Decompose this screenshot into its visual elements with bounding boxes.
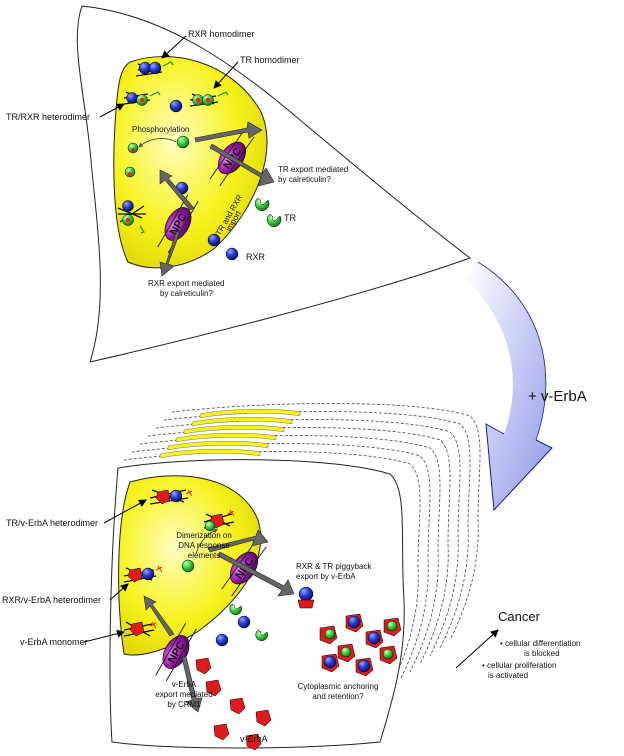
piggyback-export-arrow [217, 551, 295, 597]
rxr-bottom-cyto-1 [215, 633, 229, 647]
tr-cytoplasm-2 [266, 213, 282, 227]
label-crm1-2: export mediated [155, 690, 212, 699]
label-phosphorylation: Phosphorylation [132, 125, 189, 134]
tr-bottom-cyto-2 [255, 629, 268, 641]
tr-homodimer-on-dna [189, 91, 229, 107]
cancer-bullet-2b: is activated [488, 671, 528, 680]
label-tr: TR [284, 213, 296, 223]
label-crm1-3: by CRM1 [167, 700, 201, 709]
phosphorylated-tr-group [124, 138, 177, 178]
label-rxr: RXR [246, 252, 266, 262]
rxr-verba-complex-export [298, 586, 314, 602]
cancer-bullet-2a: • cellular proliferation [482, 661, 556, 670]
tr-bottom-cyto-1 [229, 603, 242, 615]
rxr-nuclear-molecule [169, 99, 183, 113]
rxr-bottom-cyto-2 [237, 615, 251, 629]
label-dimerization-2: DNA response [178, 541, 230, 550]
label-crm1-1: v-ErbA [172, 680, 197, 689]
label-anchoring-2: and retention? [312, 692, 364, 701]
stacked-nucleus-bands [159, 408, 301, 459]
tr-rxr-heterodimer-on-dna [123, 91, 161, 106]
cancer-bullet-1b: is blocked [524, 649, 560, 658]
label-rxr-export-1: RXR export mediated [148, 279, 224, 288]
label-piggyback-2: export by v-ErbA [296, 572, 356, 581]
npc-top-lower: NPC [157, 194, 199, 254]
crm1-export-arrow [181, 655, 203, 713]
cytoplasmic-retention-cluster [319, 613, 402, 677]
label-tr-rxr-heterodimer: TR/RXR heterodimer [6, 112, 90, 122]
label-dimerization-3: elements [188, 551, 220, 560]
label-plus-verba: + v-ErbA [528, 388, 587, 405]
transition-arrow [466, 262, 552, 510]
tr-verba-on-dna [149, 489, 193, 505]
import-arrow-top [194, 121, 263, 143]
free-verba-group [195, 657, 272, 751]
cancer-title: Cancer [498, 609, 541, 624]
label-rxr-verba: RXR/v-ErbA heterodimer [2, 595, 101, 605]
tr-bottom-nucleus [181, 559, 195, 573]
label-monomer: v-ErbA monomer [20, 637, 88, 647]
tr-cytoplasm-1 [254, 197, 270, 211]
label-tr-homodimer: TR homodimer [240, 55, 300, 65]
import-arrow-rxr [159, 169, 195, 211]
import-arrow-bottom [207, 529, 269, 553]
label-dimerization-1: Dimerization on [176, 531, 232, 540]
top-nucleus [113, 56, 268, 269]
label-tr-export-2: by calreticulin? [278, 175, 331, 184]
import-arrow-bottom-lower [143, 595, 175, 637]
label-rxr-homodimer: RXR homodimer [188, 29, 255, 39]
dna-cluster-left [117, 200, 146, 234]
export-arrow-rxr [159, 231, 181, 277]
label-verba-free: v-ErbA [240, 734, 268, 744]
cancer-bullet-1a: • cellular differentiation [500, 639, 580, 648]
verba-monomer-on-dna [123, 621, 157, 637]
label-piggyback-1: RXR & TR piggyback [296, 562, 372, 571]
rxr-verba-on-dna [123, 565, 163, 583]
rxr-homodimer-on-dna [135, 61, 174, 77]
rxr-cytoplasm-1 [207, 233, 221, 247]
label-rxr-export-2: by calreticulin? [160, 289, 213, 298]
cancer-arrow [455, 629, 499, 669]
verba-on-dna-2 [203, 509, 235, 532]
label-tr-verba: TR/v-ErbA heterodimer [6, 518, 98, 528]
rxr-cytoplasm-2 [225, 247, 239, 261]
export-arrow-tr [209, 143, 275, 187]
label-tr-export-1: TR export mediated [278, 165, 348, 174]
label-anchoring-1: Cytoplasmic anchoring [298, 682, 379, 691]
tr-near-npc [176, 135, 190, 149]
